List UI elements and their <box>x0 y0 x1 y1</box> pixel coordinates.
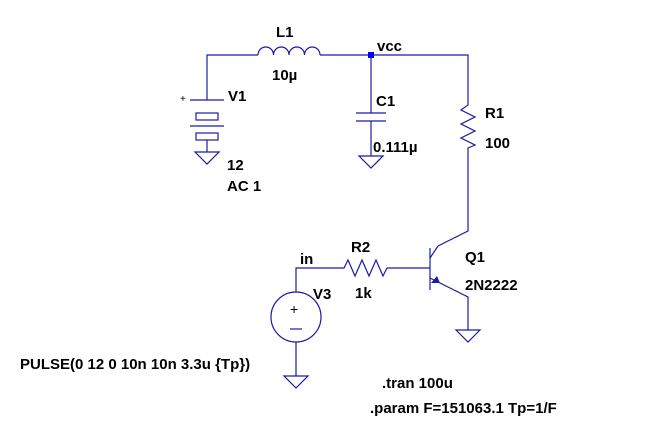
v3-polarity-plus: + <box>290 301 298 317</box>
emitter-arrow-icon <box>431 276 440 283</box>
ground-icon-q1 <box>454 329 482 343</box>
v1-ac-label[interactable]: AC 1 <box>227 178 261 195</box>
wire-vcc-to-r1[interactable] <box>371 54 469 97</box>
ground-icon-v3 <box>282 375 310 389</box>
v1-polarity-plus: + <box>180 94 186 105</box>
wire-q1-emitter-to-ground[interactable] <box>437 281 469 330</box>
battery-v1[interactable]: + <box>180 94 224 141</box>
vcc-junction-dot <box>368 52 374 58</box>
r2-name-label[interactable]: R2 <box>351 239 370 256</box>
c1-name-label[interactable]: C1 <box>376 93 395 110</box>
v1-name-label[interactable]: V1 <box>228 88 246 105</box>
q1-value-label[interactable]: 2N2222 <box>465 277 518 294</box>
l1-name-label[interactable]: L1 <box>276 24 294 41</box>
r1-value-label[interactable]: 100 <box>485 135 510 152</box>
voltage-source-v3[interactable]: + <box>270 291 322 343</box>
v3-value-label[interactable]: PULSE(0 12 0 10n 10n 3.3u {Tp}) <box>20 356 250 373</box>
inductor-l1[interactable] <box>257 46 321 56</box>
tran-directive[interactable]: .tran 100u <box>382 375 453 392</box>
wire-r1-to-q1-collector[interactable] <box>437 153 469 247</box>
wire-l1-to-v1[interactable] <box>206 54 258 100</box>
resistor-r1[interactable] <box>459 97 477 153</box>
ground-icon-v1 <box>193 151 221 165</box>
param-directive[interactable]: .param F=151063.1 Tp=1/F <box>370 400 557 417</box>
v3-name-label[interactable]: V3 <box>313 286 331 303</box>
resistor-r2[interactable] <box>340 258 388 278</box>
capacitor-c1[interactable] <box>356 112 386 122</box>
in-net-label[interactable]: in <box>300 251 313 268</box>
q1-name-label[interactable]: Q1 <box>465 249 485 266</box>
c1-value-label[interactable]: 0.111µ <box>373 139 418 156</box>
r1-name-label[interactable]: R1 <box>485 105 504 122</box>
l1-value-label[interactable]: 10µ <box>272 67 297 84</box>
ground-icon-c1 <box>357 155 385 169</box>
v1-value-label[interactable]: 12 <box>227 157 244 174</box>
transistor-q1[interactable] <box>429 245 440 290</box>
wires <box>206 54 469 376</box>
r2-value-label[interactable]: 1k <box>355 285 372 302</box>
wire-in-to-r2[interactable] <box>295 267 340 292</box>
vcc-net-label[interactable]: vcc <box>377 38 402 55</box>
